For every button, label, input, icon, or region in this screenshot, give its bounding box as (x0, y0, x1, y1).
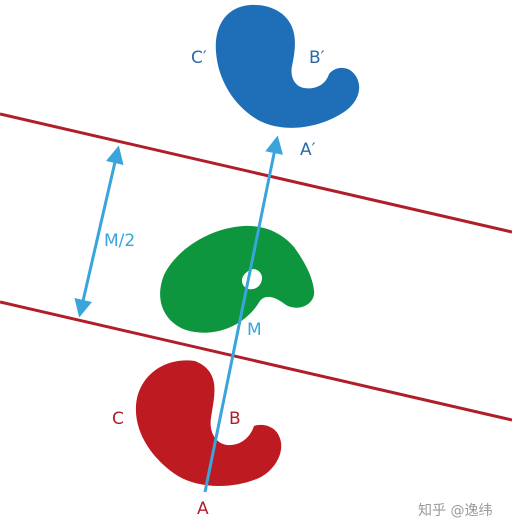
shape-image (215, 4, 360, 128)
label-b: B (229, 409, 241, 429)
label-a: A (197, 499, 209, 519)
shape-middle (160, 225, 315, 333)
translation-arrow-m (203, 135, 283, 493)
shape-original (135, 360, 282, 486)
label-a-prime: A′ (300, 140, 316, 160)
label-c-prime: C′ (191, 48, 207, 68)
label-m-half: M/2 (104, 231, 135, 251)
mirror-line-upper (0, 112, 512, 234)
watermark: 知乎 @逸纬 (418, 502, 492, 519)
label-c: C (112, 409, 124, 429)
mirror-line-lower (0, 300, 512, 422)
label-b-prime: B′ (309, 48, 325, 68)
label-m: M (247, 320, 262, 340)
distance-arrow-m-half (74, 145, 124, 318)
